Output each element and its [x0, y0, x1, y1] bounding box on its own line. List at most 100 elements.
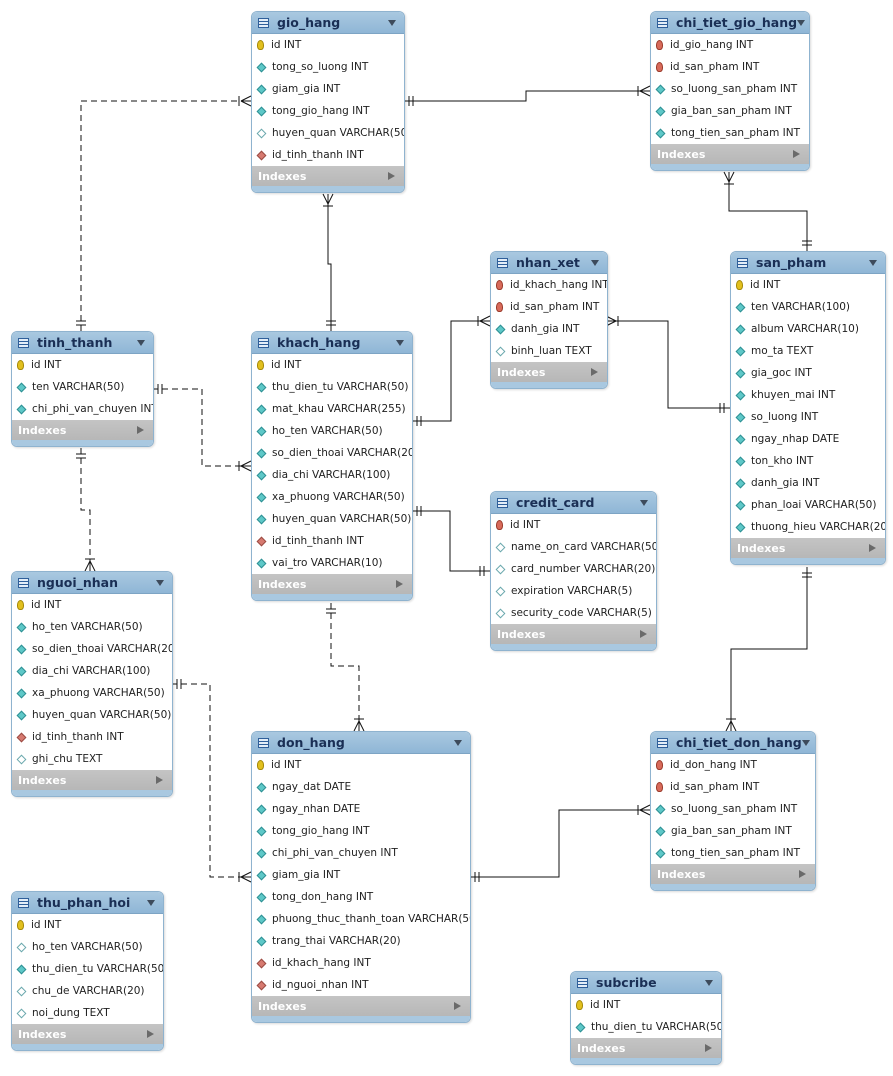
column-row[interactable]: card_number VARCHAR(20)	[491, 558, 656, 580]
table-header[interactable]: thu_phan_hoi	[12, 892, 163, 914]
column-row[interactable]: ton_kho INT	[731, 450, 885, 472]
column-row[interactable]: binh_luan TEXT	[491, 340, 607, 362]
column-row[interactable]: dia_chi VARCHAR(100)	[12, 660, 172, 682]
column-row[interactable]: id INT	[731, 274, 885, 296]
table-header[interactable]: tinh_thanh	[12, 332, 153, 354]
column-row[interactable]: id INT	[571, 994, 721, 1016]
column-row[interactable]: so_luong_san_pham INT	[651, 78, 809, 100]
column-row[interactable]: phuong_thuc_thanh_toan VARCHAR(50)	[252, 908, 470, 930]
column-row[interactable]: mat_khau VARCHAR(255)	[252, 398, 412, 420]
column-row[interactable]: ngay_dat DATE	[252, 776, 470, 798]
column-row[interactable]: chi_phi_van_chuyen INT	[252, 842, 470, 864]
column-row[interactable]: gia_ban_san_pham INT	[651, 820, 815, 842]
table-header[interactable]: subcribe	[571, 972, 721, 994]
column-row[interactable]: giam_gia INT	[252, 78, 404, 100]
column-row[interactable]: id_tinh_thanh INT	[12, 726, 172, 748]
column-row[interactable]: id_don_hang INT	[651, 754, 815, 776]
column-row[interactable]: phan_loai VARCHAR(50)	[731, 494, 885, 516]
column-row[interactable]: danh_gia INT	[731, 472, 885, 494]
column-row[interactable]: id_khach_hang INT	[491, 274, 607, 296]
column-row[interactable]: gia_ban_san_pham INT	[651, 100, 809, 122]
column-row[interactable]: ngay_nhan DATE	[252, 798, 470, 820]
dropdown-arrow-icon[interactable]	[591, 259, 599, 266]
dropdown-arrow-icon[interactable]	[801, 739, 810, 746]
table-header[interactable]: don_hang	[252, 732, 470, 754]
column-row[interactable]: expiration VARCHAR(5)	[491, 580, 656, 602]
table-header[interactable]: chi_tiet_gio_hang	[651, 12, 809, 34]
column-row[interactable]: mo_ta TEXT	[731, 340, 885, 362]
column-row[interactable]: giam_gia INT	[252, 864, 470, 886]
indexes-section[interactable]: Indexes	[252, 166, 404, 186]
indexes-section[interactable]: Indexes	[252, 574, 412, 594]
expand-arrow-icon[interactable]	[793, 150, 800, 158]
column-row[interactable]: tong_don_hang INT	[252, 886, 470, 908]
indexes-section[interactable]: Indexes	[12, 1024, 163, 1044]
column-row[interactable]: thu_dien_tu VARCHAR(50)	[252, 376, 412, 398]
column-row[interactable]: chu_de VARCHAR(20)	[12, 980, 163, 1002]
expand-arrow-icon[interactable]	[799, 870, 806, 878]
dropdown-arrow-icon[interactable]	[797, 19, 806, 26]
column-row[interactable]: khuyen_mai INT	[731, 384, 885, 406]
column-row[interactable]: id_nguoi_nhan INT	[252, 974, 470, 996]
expand-arrow-icon[interactable]	[388, 172, 395, 180]
column-row[interactable]: ngay_nhap DATE	[731, 428, 885, 450]
column-row[interactable]: id INT	[12, 914, 163, 936]
column-row[interactable]: id_tinh_thanh INT	[252, 144, 404, 166]
column-row[interactable]: id INT	[12, 594, 172, 616]
table-header[interactable]: credit_card	[491, 492, 656, 514]
indexes-section[interactable]: Indexes	[491, 362, 607, 382]
dropdown-arrow-icon[interactable]	[869, 259, 877, 266]
indexes-section[interactable]: Indexes	[12, 770, 172, 790]
column-row[interactable]: ho_ten VARCHAR(50)	[12, 936, 163, 958]
relationship-san-pham-chi-tiet-don-hang[interactable]	[725, 567, 812, 732]
column-row[interactable]: id_tinh_thanh INT	[252, 530, 412, 552]
column-row[interactable]: tong_gio_hang INT	[252, 820, 470, 842]
column-row[interactable]: id_gio_hang INT	[651, 34, 809, 56]
column-row[interactable]: huyen_quan VARCHAR(50)	[252, 508, 412, 530]
column-row[interactable]: dia_chi VARCHAR(100)	[252, 464, 412, 486]
column-row[interactable]: id INT	[252, 754, 470, 776]
column-row[interactable]: tong_gio_hang INT	[252, 100, 404, 122]
column-row[interactable]: xa_phuong VARCHAR(50)	[12, 682, 172, 704]
relationship-gio-hang-chi-tiet-gio-hang[interactable]	[403, 85, 651, 106]
table-header[interactable]: gio_hang	[252, 12, 404, 34]
column-row[interactable]: huyen_quan VARCHAR(50)	[12, 704, 172, 726]
relationship-khach-hang-credit-card[interactable]	[411, 506, 490, 576]
expand-arrow-icon[interactable]	[454, 1002, 461, 1010]
column-row[interactable]: thuong_hieu VARCHAR(20)	[731, 516, 885, 538]
relationship-tinh-thanh-khach-hang[interactable]	[152, 384, 252, 472]
column-row[interactable]: xa_phuong VARCHAR(50)	[252, 486, 412, 508]
expand-arrow-icon[interactable]	[640, 630, 647, 638]
dropdown-arrow-icon[interactable]	[147, 899, 155, 906]
column-row[interactable]: ten VARCHAR(100)	[731, 296, 885, 318]
column-row[interactable]: so_luong_san_pham INT	[651, 798, 815, 820]
column-row[interactable]: huyen_quan VARCHAR(50)	[252, 122, 404, 144]
indexes-section[interactable]: Indexes	[651, 864, 815, 884]
column-row[interactable]: danh_gia INT	[491, 318, 607, 340]
expand-arrow-icon[interactable]	[591, 368, 598, 376]
column-row[interactable]: id_san_pham INT	[651, 776, 815, 798]
column-row[interactable]: vai_tro VARCHAR(10)	[252, 552, 412, 574]
dropdown-arrow-icon[interactable]	[137, 339, 145, 346]
table-header[interactable]: khach_hang	[252, 332, 412, 354]
column-row[interactable]: chi_phi_van_chuyen INT	[12, 398, 153, 420]
column-row[interactable]: ho_ten VARCHAR(50)	[12, 616, 172, 638]
column-row[interactable]: so_luong INT	[731, 406, 885, 428]
column-row[interactable]: album VARCHAR(10)	[731, 318, 885, 340]
table-header[interactable]: nhan_xet	[491, 252, 607, 274]
column-row[interactable]: id_khach_hang INT	[252, 952, 470, 974]
dropdown-arrow-icon[interactable]	[388, 19, 396, 26]
column-row[interactable]: id INT	[252, 34, 404, 56]
table-header[interactable]: chi_tiet_don_hang	[651, 732, 815, 754]
column-row[interactable]: tong_so_luong INT	[252, 56, 404, 78]
column-row[interactable]: gia_goc INT	[731, 362, 885, 384]
indexes-section[interactable]: Indexes	[491, 624, 656, 644]
expand-arrow-icon[interactable]	[396, 580, 403, 588]
column-row[interactable]: id_san_pham INT	[651, 56, 809, 78]
dropdown-arrow-icon[interactable]	[396, 339, 404, 346]
